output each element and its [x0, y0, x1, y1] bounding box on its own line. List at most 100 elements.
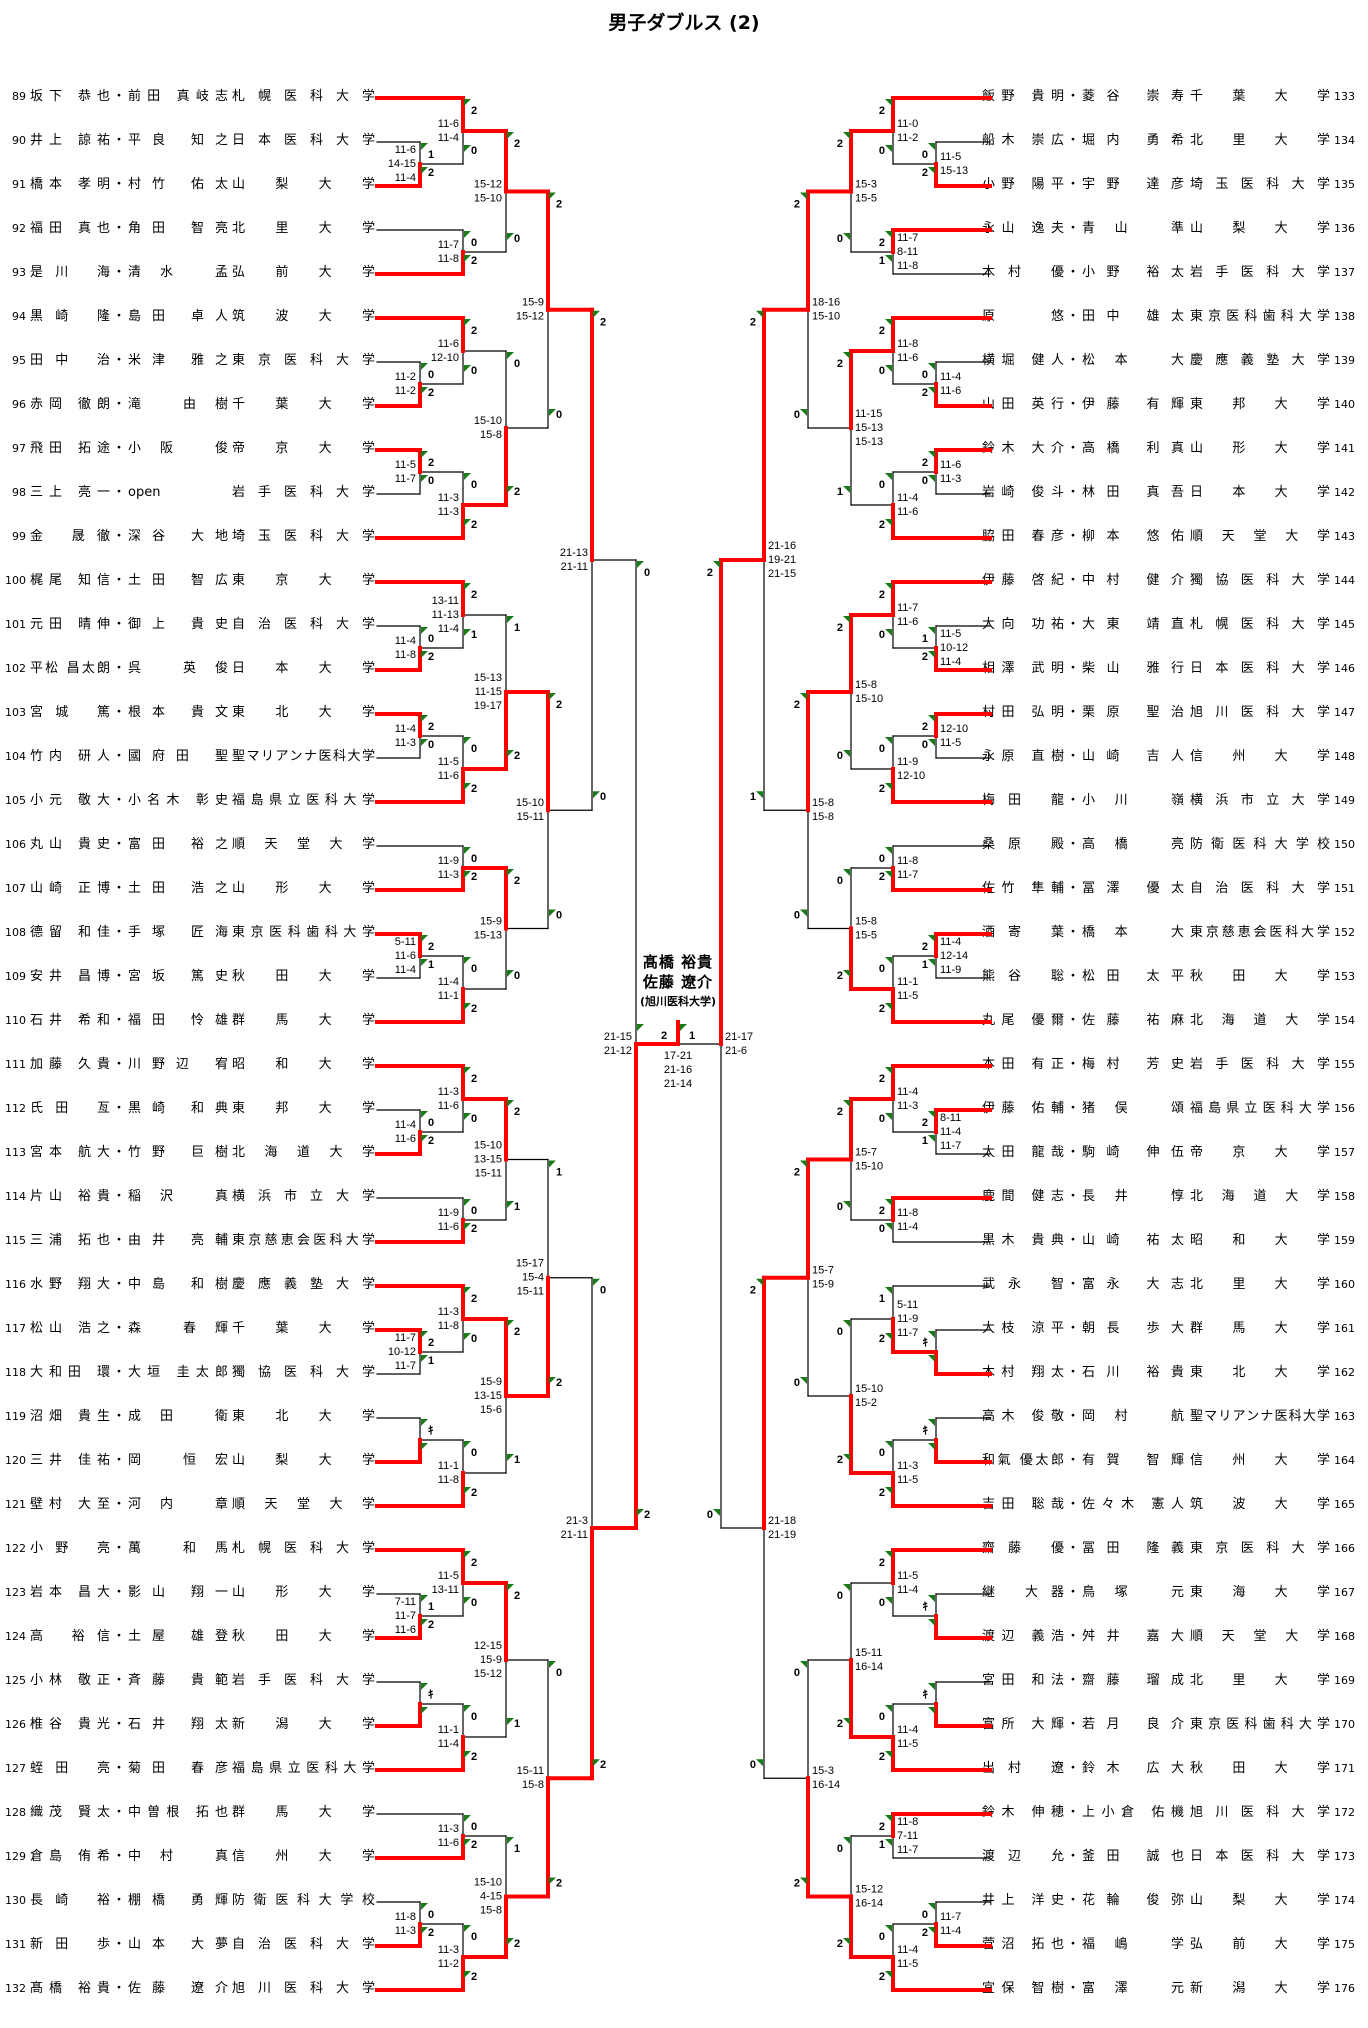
name-separator: ・	[1066, 1937, 1080, 1952]
game-score: 11-6	[395, 144, 416, 156]
set-count: 0	[471, 145, 477, 157]
set-count: 2	[837, 358, 843, 370]
school-name: 札幌医科大学	[232, 1541, 375, 1556]
name-separator: ・	[112, 133, 126, 148]
flag-icon	[756, 791, 763, 799]
set-count: 1	[879, 1839, 885, 1851]
set-count: 2	[428, 167, 434, 179]
player-2-name: 棚橋 勇輝	[128, 1893, 228, 1908]
set-count: 2	[428, 721, 434, 733]
game-score: 15-9	[480, 915, 502, 927]
flag-icon	[637, 1024, 644, 1031]
game-score: 11-7	[940, 1140, 961, 1152]
school-name: 埼玉医科大学	[232, 529, 375, 544]
player-1-name: 山崎 正博	[30, 881, 110, 896]
name-separator: ・	[112, 221, 126, 236]
set-count: 0	[837, 233, 843, 245]
entry-number: 115	[5, 1234, 26, 1247]
flag-icon	[843, 486, 850, 493]
game-score: 21-19	[768, 1529, 796, 1541]
game-score: 15-11	[517, 1765, 544, 1777]
name-separator: ・	[1066, 969, 1080, 984]
game-score: 11-5	[897, 1474, 918, 1486]
player-2-name: 花輪 俊弥	[1082, 1893, 1184, 1908]
game-score: 11-6	[395, 1624, 416, 1636]
flag-icon	[928, 1419, 935, 1426]
game-score: 11-5	[940, 151, 961, 163]
champion-name-1: 髙橋 裕貴	[642, 953, 714, 971]
flag-icon	[507, 869, 514, 876]
game-score: 11-8	[395, 1911, 416, 1923]
set-count: 0	[428, 475, 434, 487]
entry-number: 116	[5, 1278, 26, 1291]
flag-icon	[464, 1839, 471, 1846]
game-score: 11-5	[438, 1570, 459, 1582]
game-score: 11-4	[897, 1221, 918, 1233]
player-2-name: 石井 翔太	[128, 1717, 228, 1732]
name-separator: ・	[1066, 1013, 1080, 1028]
game-score: 11-1	[897, 976, 918, 988]
player-2-name: 前田 真岐志	[128, 89, 228, 104]
set-count: 2	[837, 622, 843, 634]
flag-icon	[464, 629, 471, 636]
player-1-name: 黒崎 隆	[30, 309, 110, 324]
set-count: 2	[514, 875, 520, 887]
set-count: 2	[471, 105, 477, 117]
player-2-name: 中島 和樹	[128, 1277, 228, 1292]
school-name: 岩手医科大学	[1190, 265, 1330, 280]
game-score: 15-12	[474, 1668, 502, 1680]
flag-icon	[713, 561, 720, 568]
flag-icon	[843, 1938, 850, 1945]
player-2-name: 河内 章	[128, 1497, 228, 1512]
flag-icon	[885, 737, 892, 744]
school-name: 岩手医科大学	[1190, 1057, 1330, 1072]
set-count: 1	[879, 1293, 885, 1305]
name-separator: ・	[112, 1321, 126, 1336]
entry-number: 102	[5, 662, 26, 675]
school-name: 獨協医科大学	[1190, 573, 1330, 588]
game-score: 11-4	[438, 623, 459, 635]
set-count: 2	[471, 1487, 477, 1499]
set-count: 0	[471, 1113, 477, 1125]
flag-icon	[464, 1223, 471, 1230]
game-score: 11-5	[897, 1738, 918, 1750]
flag-icon	[464, 473, 471, 480]
player-2-name: 富澤 元	[1082, 1981, 1184, 1996]
set-count: 0	[644, 567, 650, 579]
game-score: 11-6	[438, 1100, 459, 1112]
game-score: 11-4	[897, 492, 918, 504]
player-2-name: 山崎 祐太	[1082, 1233, 1184, 1248]
game-score: 12-10	[940, 723, 968, 735]
flag-icon	[464, 847, 471, 854]
game-score: 11-5	[438, 756, 459, 768]
flag-icon	[713, 1509, 720, 1516]
flag-icon	[507, 233, 514, 240]
school-name: 山形大学	[232, 881, 375, 896]
name-separator: ・	[112, 1453, 126, 1468]
name-separator: ・	[112, 925, 126, 940]
flag-icon	[421, 1595, 428, 1602]
flag-icon	[928, 1111, 935, 1118]
school-name: 日本医科大学	[1190, 661, 1330, 676]
school-name: 聖マリアンナ医科大学	[232, 749, 375, 764]
entry-number: 147	[1334, 706, 1355, 719]
flag-icon	[464, 255, 471, 262]
entry-number: 108	[5, 926, 26, 939]
flag-icon	[885, 1223, 892, 1230]
flag-icon	[885, 1113, 892, 1120]
name-separator: ・	[1066, 837, 1080, 852]
flag-icon	[928, 387, 935, 394]
set-count: 1	[514, 1201, 520, 1213]
school-name: 北里大学	[232, 221, 375, 236]
set-count: 0	[837, 750, 843, 762]
flag-icon	[928, 167, 935, 174]
set-count: 0	[879, 629, 885, 641]
set-count: 2	[514, 1326, 520, 1338]
